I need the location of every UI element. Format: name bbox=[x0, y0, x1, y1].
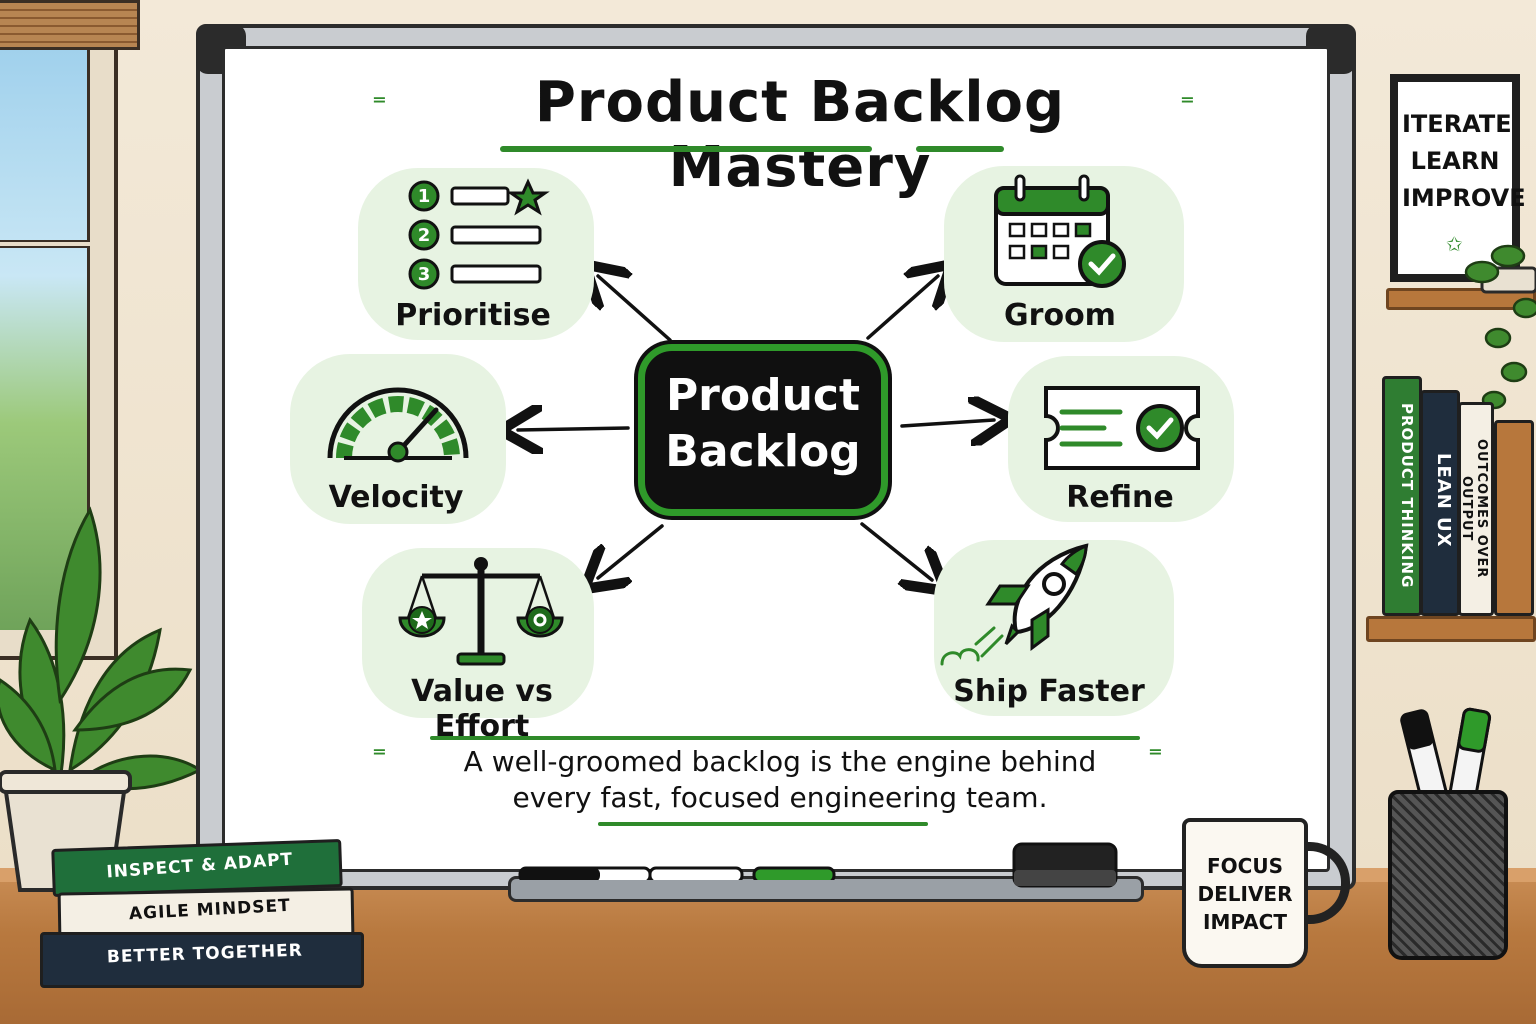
connector-arrows bbox=[222, 46, 1330, 872]
node-label-velocity: Velocity bbox=[328, 480, 464, 515]
mug-handle bbox=[1296, 842, 1350, 924]
poster-text: ITERATE LEARN IMPROVE bbox=[1402, 106, 1526, 226]
pen-cup bbox=[1388, 790, 1508, 960]
mug-line-3: IMPACT bbox=[1203, 910, 1287, 934]
rank-number: 2 bbox=[418, 225, 431, 246]
title-underline bbox=[500, 146, 872, 152]
mug-line-1: FOCUS bbox=[1207, 854, 1283, 878]
book-shelf bbox=[1366, 616, 1536, 642]
poster-line-2: LEARN bbox=[1410, 147, 1500, 175]
rocket-icon bbox=[940, 543, 1089, 666]
ranked-list-icon: 1 2 3 bbox=[408, 178, 550, 290]
shelf-book bbox=[1494, 420, 1534, 616]
star-icon: ✩ bbox=[1446, 232, 1463, 256]
tagline-underline bbox=[598, 822, 928, 826]
balance-scale-icon bbox=[398, 557, 564, 666]
coffee-mug bbox=[1182, 818, 1308, 968]
node-label-refine: Refine bbox=[1066, 480, 1174, 515]
shelf-book-title: PRODUCT THINKING bbox=[1398, 403, 1416, 589]
center-line-1: Product bbox=[665, 370, 861, 421]
title-underline bbox=[916, 146, 1004, 152]
page-title: Product Backlog Mastery bbox=[534, 70, 1066, 200]
node-label-prioritise: Prioritise bbox=[395, 298, 551, 333]
ticket-check-icon bbox=[1044, 386, 1200, 470]
desk-book bbox=[40, 932, 364, 988]
tagline-line-2: every fast, focused engineering team. bbox=[512, 781, 1048, 814]
tagline: A well-groomed backlog is the engine beh… bbox=[430, 744, 1130, 824]
mug-line-2: DELIVER bbox=[1197, 882, 1293, 906]
speedometer-icon bbox=[327, 387, 469, 463]
center-line-2: Backlog bbox=[665, 426, 861, 477]
tagline-sparkle-left: ⁼ bbox=[372, 740, 387, 773]
node-velocity bbox=[290, 354, 506, 524]
pens bbox=[1400, 707, 1492, 810]
potted-plant bbox=[0, 506, 200, 892]
rank-number: 1 bbox=[418, 186, 431, 207]
window-blind bbox=[0, 0, 140, 50]
center-node-label: Product Backlog bbox=[650, 368, 876, 498]
hanging-plant bbox=[1464, 244, 1536, 410]
shelf-book-title: LEAN UX bbox=[1433, 452, 1454, 548]
poster-line-3: IMPROVE bbox=[1402, 184, 1526, 212]
title-sparkle-right: ⁼ bbox=[1180, 88, 1195, 121]
mug-text: FOCUS DELIVER IMPACT bbox=[1194, 852, 1296, 944]
window-crossbar bbox=[0, 240, 90, 248]
window-view bbox=[0, 40, 90, 630]
poster-line-1: ITERATE bbox=[1402, 110, 1512, 138]
markers bbox=[518, 866, 836, 880]
eraser bbox=[1012, 842, 1118, 888]
calendar-check-icon bbox=[994, 174, 1126, 288]
shelf-book-title: OUTCOMES OVER OUTPUT bbox=[1459, 439, 1489, 579]
tagline-underline bbox=[430, 736, 1140, 740]
shelf-book bbox=[1382, 376, 1422, 616]
tagline-line-1: A well-groomed backlog is the engine beh… bbox=[463, 745, 1097, 778]
tagline-sparkle-right: ⁼ bbox=[1148, 740, 1163, 773]
shelf-book bbox=[1420, 390, 1460, 616]
shelf-book bbox=[1458, 402, 1494, 616]
node-label-ship-faster: Ship Faster bbox=[953, 674, 1145, 709]
rank-number: 3 bbox=[418, 264, 431, 285]
node-label-value-effort: Value vs Effort bbox=[411, 674, 553, 744]
node-label-groom: Groom bbox=[1004, 298, 1116, 333]
center-node-product-backlog bbox=[638, 344, 888, 516]
title-sparkle-left: ⁼ bbox=[372, 88, 387, 121]
